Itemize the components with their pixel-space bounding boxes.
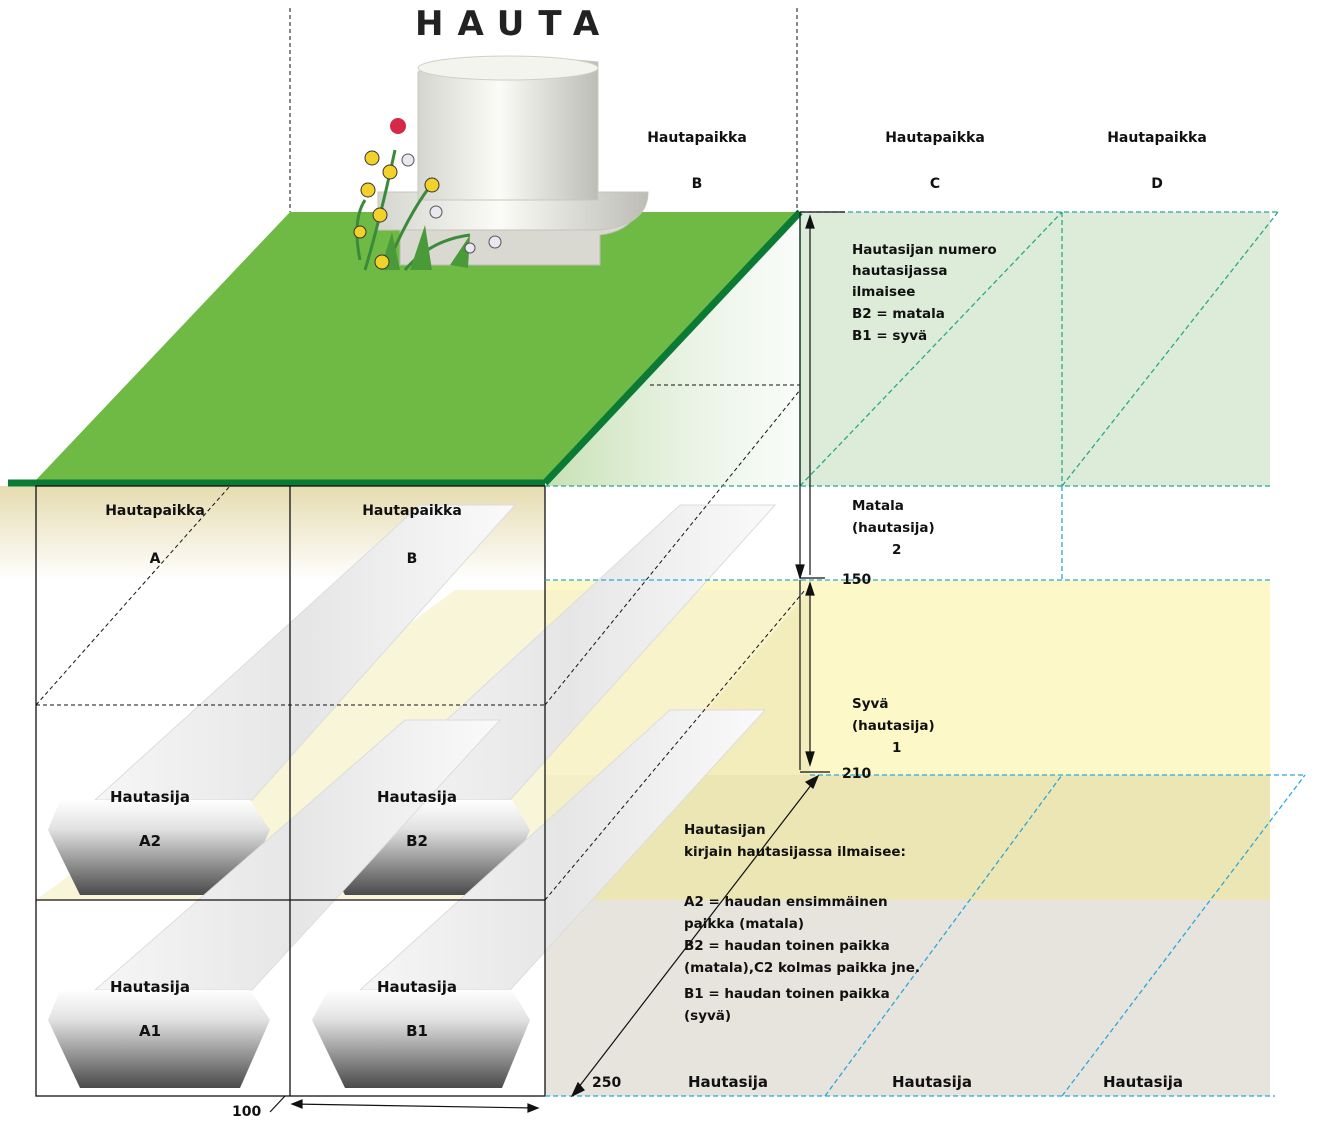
hautasija-b2-label: Hautasija	[377, 788, 457, 806]
note-syva-line: 1	[892, 740, 901, 756]
dimension-210: 210	[842, 766, 871, 782]
dimension-250: 250	[592, 1075, 621, 1091]
hautapaikka-c-letter: C	[930, 176, 940, 192]
note-numero-line: Hautasijan numero	[852, 242, 997, 258]
hautapaikka-a-label: Hautapaikka	[105, 503, 205, 519]
hautasija-b1-code: B1	[406, 1022, 428, 1040]
dimension-150: 150	[842, 572, 871, 588]
hautasija-bottom-label-1: Hautasija	[688, 1073, 768, 1091]
hautasija-bottom-label-2: Hautasija	[892, 1073, 972, 1091]
note-numero-line: ilmaisee	[852, 284, 915, 300]
note-kirjain: Hautasijan kirjain hautasijassa ilmaisee…	[684, 822, 920, 1024]
hautasija-a2-code: A2	[139, 832, 161, 850]
note-kirjain-line: kirjain hautasijassa ilmaisee:	[684, 844, 906, 860]
front-grid	[35, 485, 546, 1097]
note-syva-line: Syvä	[852, 696, 888, 712]
hautapaikka-a-letter: A	[150, 551, 161, 567]
page-title: HAUTA	[415, 4, 613, 44]
note-matala-line: (hautasija)	[852, 520, 935, 536]
hautapaikka-b-letter: B	[407, 551, 418, 567]
tombstone	[377, 55, 649, 266]
note-matala-line: Matala	[852, 498, 904, 514]
note-numero-line: B1 = syvä	[852, 328, 927, 344]
hautapaikka-b-label: Hautapaikka	[362, 503, 462, 519]
hautapaikka-b-top-letter: B	[692, 176, 703, 192]
right-grid-upper	[545, 211, 1279, 487]
hautasija-b1-label: Hautasija	[377, 978, 457, 996]
grass-surface	[36, 212, 800, 480]
hautasija-a2-label: Hautasija	[110, 788, 190, 806]
note-kirjain-line: (matala),C2 kolmas paikka jne.	[684, 960, 920, 976]
dashed-guides	[35, 8, 806, 901]
note-syva-line: (hautasija)	[852, 718, 935, 734]
note-matala-line: 2	[892, 542, 901, 558]
note-numero-line: hautasijassa	[852, 263, 947, 279]
hautasija-a1-code: A1	[139, 1022, 161, 1040]
upper-soil-band	[800, 212, 1270, 486]
note-syva: Syvä (hautasija) 1	[852, 696, 935, 756]
hautasija-b2-code: B2	[406, 832, 428, 850]
note-kirjain-line: B2 = haudan toinen paikka	[684, 938, 890, 954]
hautapaikka-c-label: Hautapaikka	[885, 130, 985, 146]
dimension-100: 100	[232, 1104, 261, 1120]
note-kirjain-line: (syvä)	[684, 1008, 731, 1024]
hautapaikka-d-letter: D	[1151, 176, 1163, 192]
note-numero: Hautasijan numero hautasijassa ilmaisee …	[852, 242, 997, 344]
soil-edge-shade	[0, 486, 36, 581]
coffins	[48, 504, 777, 1088]
hautasija-bottom-label-3: Hautasija	[1103, 1073, 1183, 1091]
grass-side-edge	[542, 209, 803, 486]
lower-grey-band	[545, 900, 1270, 1096]
note-kirjain-line: B1 = haudan toinen paikka	[684, 986, 890, 1002]
note-numero-line: B2 = matala	[852, 306, 945, 322]
dimension-lines	[269, 211, 845, 1113]
flowers-illustration	[353, 118, 502, 271]
hautapaikka-b-top-label: Hautapaikka	[647, 130, 747, 146]
hautapaikka-d-label: Hautapaikka	[1107, 130, 1207, 146]
note-matala: Matala (hautasija) 2	[852, 498, 935, 558]
hautasija-a1-label: Hautasija	[110, 978, 190, 996]
right-grid-lower	[545, 486, 1306, 1097]
note-kirjain-line: Hautasijan	[684, 822, 766, 838]
note-kirjain-line: paikka (matala)	[684, 916, 804, 932]
note-kirjain-line: A2 = haudan ensimmäinen	[684, 894, 888, 910]
